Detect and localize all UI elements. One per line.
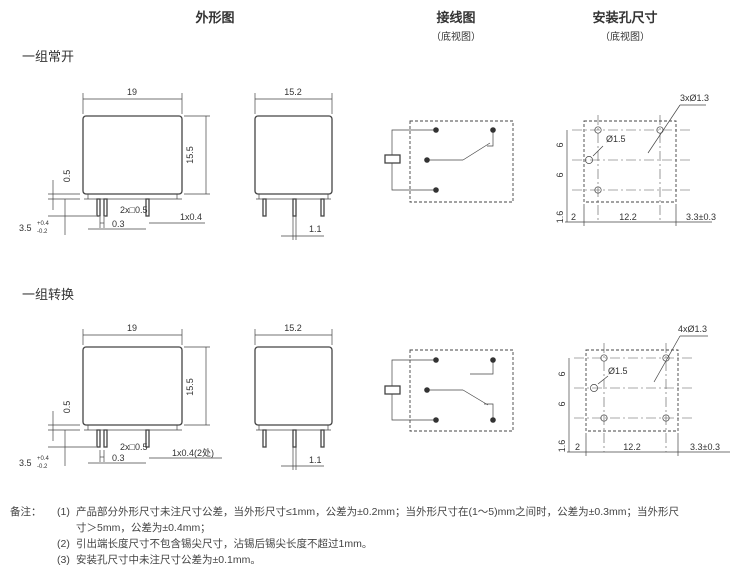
hole-h2: 12.2 (623, 442, 641, 452)
side-view: 15.2 1.1 (254, 323, 333, 470)
note-item-1-continued: 寸＞5mm，公差为±0.4mm； (10, 520, 745, 536)
hole-h3: 3.3±0.3 (686, 212, 716, 222)
note-number: (1) (57, 506, 70, 518)
notes-prefix: 备注： (10, 506, 42, 518)
dim-side-pin: 1.1 (309, 455, 322, 465)
hole-v3: 1.6 (557, 440, 567, 453)
section-title: 一组常开 (22, 49, 74, 64)
front-view: 19 15.5 0.5 3.5 +0.4 -0.2 2x□0.5 0.3 (19, 87, 210, 235)
hole-v3: 1.6 (555, 211, 565, 224)
hole-small-label: Ø1.5 (608, 366, 628, 376)
wiring-diagram-co (384, 349, 514, 432)
dim-pin-square: 2x□0.5 (120, 205, 147, 215)
dim-pin-flat: 1x0.4(2处) (172, 447, 214, 458)
dim-standoff: 0.5 (62, 170, 72, 183)
hole-h1: 2 (571, 212, 576, 222)
dim-pin-tol-upper: +0.4 (37, 221, 50, 227)
dim-pin-flat: 1x0.4 (180, 212, 202, 222)
section-title: 一组转换 (22, 287, 74, 302)
hole-v1: 6 (555, 142, 565, 147)
dim-height: 15.5 (185, 146, 195, 164)
dim-pin-tol-upper: +0.4 (37, 456, 50, 462)
hole-count-label: 3xØ1.3 (680, 93, 709, 103)
dim-depth: 15.2 (284, 87, 302, 97)
dim-side-pin: 1.1 (309, 224, 322, 234)
hole-small-label: Ø1.5 (606, 134, 626, 144)
dim-depth: 15.2 (284, 323, 302, 333)
hole-v1: 6 (557, 371, 567, 376)
dim-pin-length: 3.5 (19, 223, 32, 233)
hole-h2: 12.2 (619, 212, 637, 222)
mounting-holes-no: 3xØ1.3 Ø1.5 6 6 1.6 2 12.2 3.3±0.3 (555, 93, 716, 226)
outline-header: 外形图 (194, 10, 234, 25)
dim-width: 19 (127, 87, 137, 97)
note-text: 引出端长度尺寸不包含锡尖尺寸，沾锡后锡尖长度不超过1mm。 (76, 538, 373, 550)
notes-block: 备注： (1) 产品部分外形尺寸未注尺寸公差，当外形尺寸≤1mm，公差为±0.2… (10, 504, 745, 568)
front-view: 19 15.5 0.5 3.5 +0.4 -0.2 2x□0.5 0.3 1x0… (19, 323, 222, 470)
dim-pin-tol-lower: -0.2 (37, 229, 48, 235)
note-number: (3) (57, 554, 70, 566)
note-text: 安装孔尺寸中未注尺寸公差为±0.1mm。 (76, 554, 261, 566)
mounting-holes-co: 4xØ1.3 Ø1.5 6 6 1.6 2 12.2 3.3±0.3 (557, 324, 730, 456)
note-item-1: 备注： (1) 产品部分外形尺寸未注尺寸公差，当外形尺寸≤1mm，公差为±0.2… (10, 504, 745, 520)
holes-header: 安装孔尺寸 (592, 10, 657, 25)
dim-width: 19 (127, 323, 137, 333)
hole-v2: 6 (555, 172, 565, 177)
note-item-3: (3) 安装孔尺寸中未注尺寸公差为±0.1mm。 (10, 552, 745, 568)
dim-standoff: 0.5 (62, 401, 72, 414)
hole-h3: 3.3±0.3 (690, 442, 720, 452)
side-view: 15.2 1.1 (254, 87, 333, 240)
dim-height: 15.5 (185, 378, 195, 396)
dim-pin-offset: 0.3 (112, 453, 125, 463)
hole-count-label: 4xØ1.3 (678, 324, 707, 334)
wiring-diagram-no (384, 120, 514, 203)
section-changeover: 一组转换 19 15.5 0.5 3.5 +0.4 - (19, 287, 730, 470)
note-number: (2) (57, 538, 70, 550)
wiring-subheader: （底视图） (431, 30, 481, 43)
dim-pin-tol-lower: -0.2 (37, 464, 48, 470)
wiring-header: 接线图 (436, 10, 475, 25)
holes-subheader: （底视图） (600, 30, 650, 43)
hole-h1: 2 (575, 442, 580, 452)
section-normally-open: 一组常开 19 15.5 0.5 (19, 49, 716, 240)
dim-pin-offset: 0.3 (112, 219, 125, 229)
note-text-continued: 寸＞5mm，公差为±0.4mm； (76, 522, 211, 534)
note-text: 产品部分外形尺寸未注尺寸公差，当外形尺寸≤1mm，公差为±0.2mm；当外形尺寸… (76, 506, 679, 518)
dim-pin-square: 2x□0.5 (120, 442, 147, 452)
hole-v2: 6 (557, 401, 567, 406)
note-item-2: (2) 引出端长度尺寸不包含锡尖尺寸，沾锡后锡尖长度不超过1mm。 (10, 536, 745, 552)
dim-pin-length: 3.5 (19, 458, 32, 468)
